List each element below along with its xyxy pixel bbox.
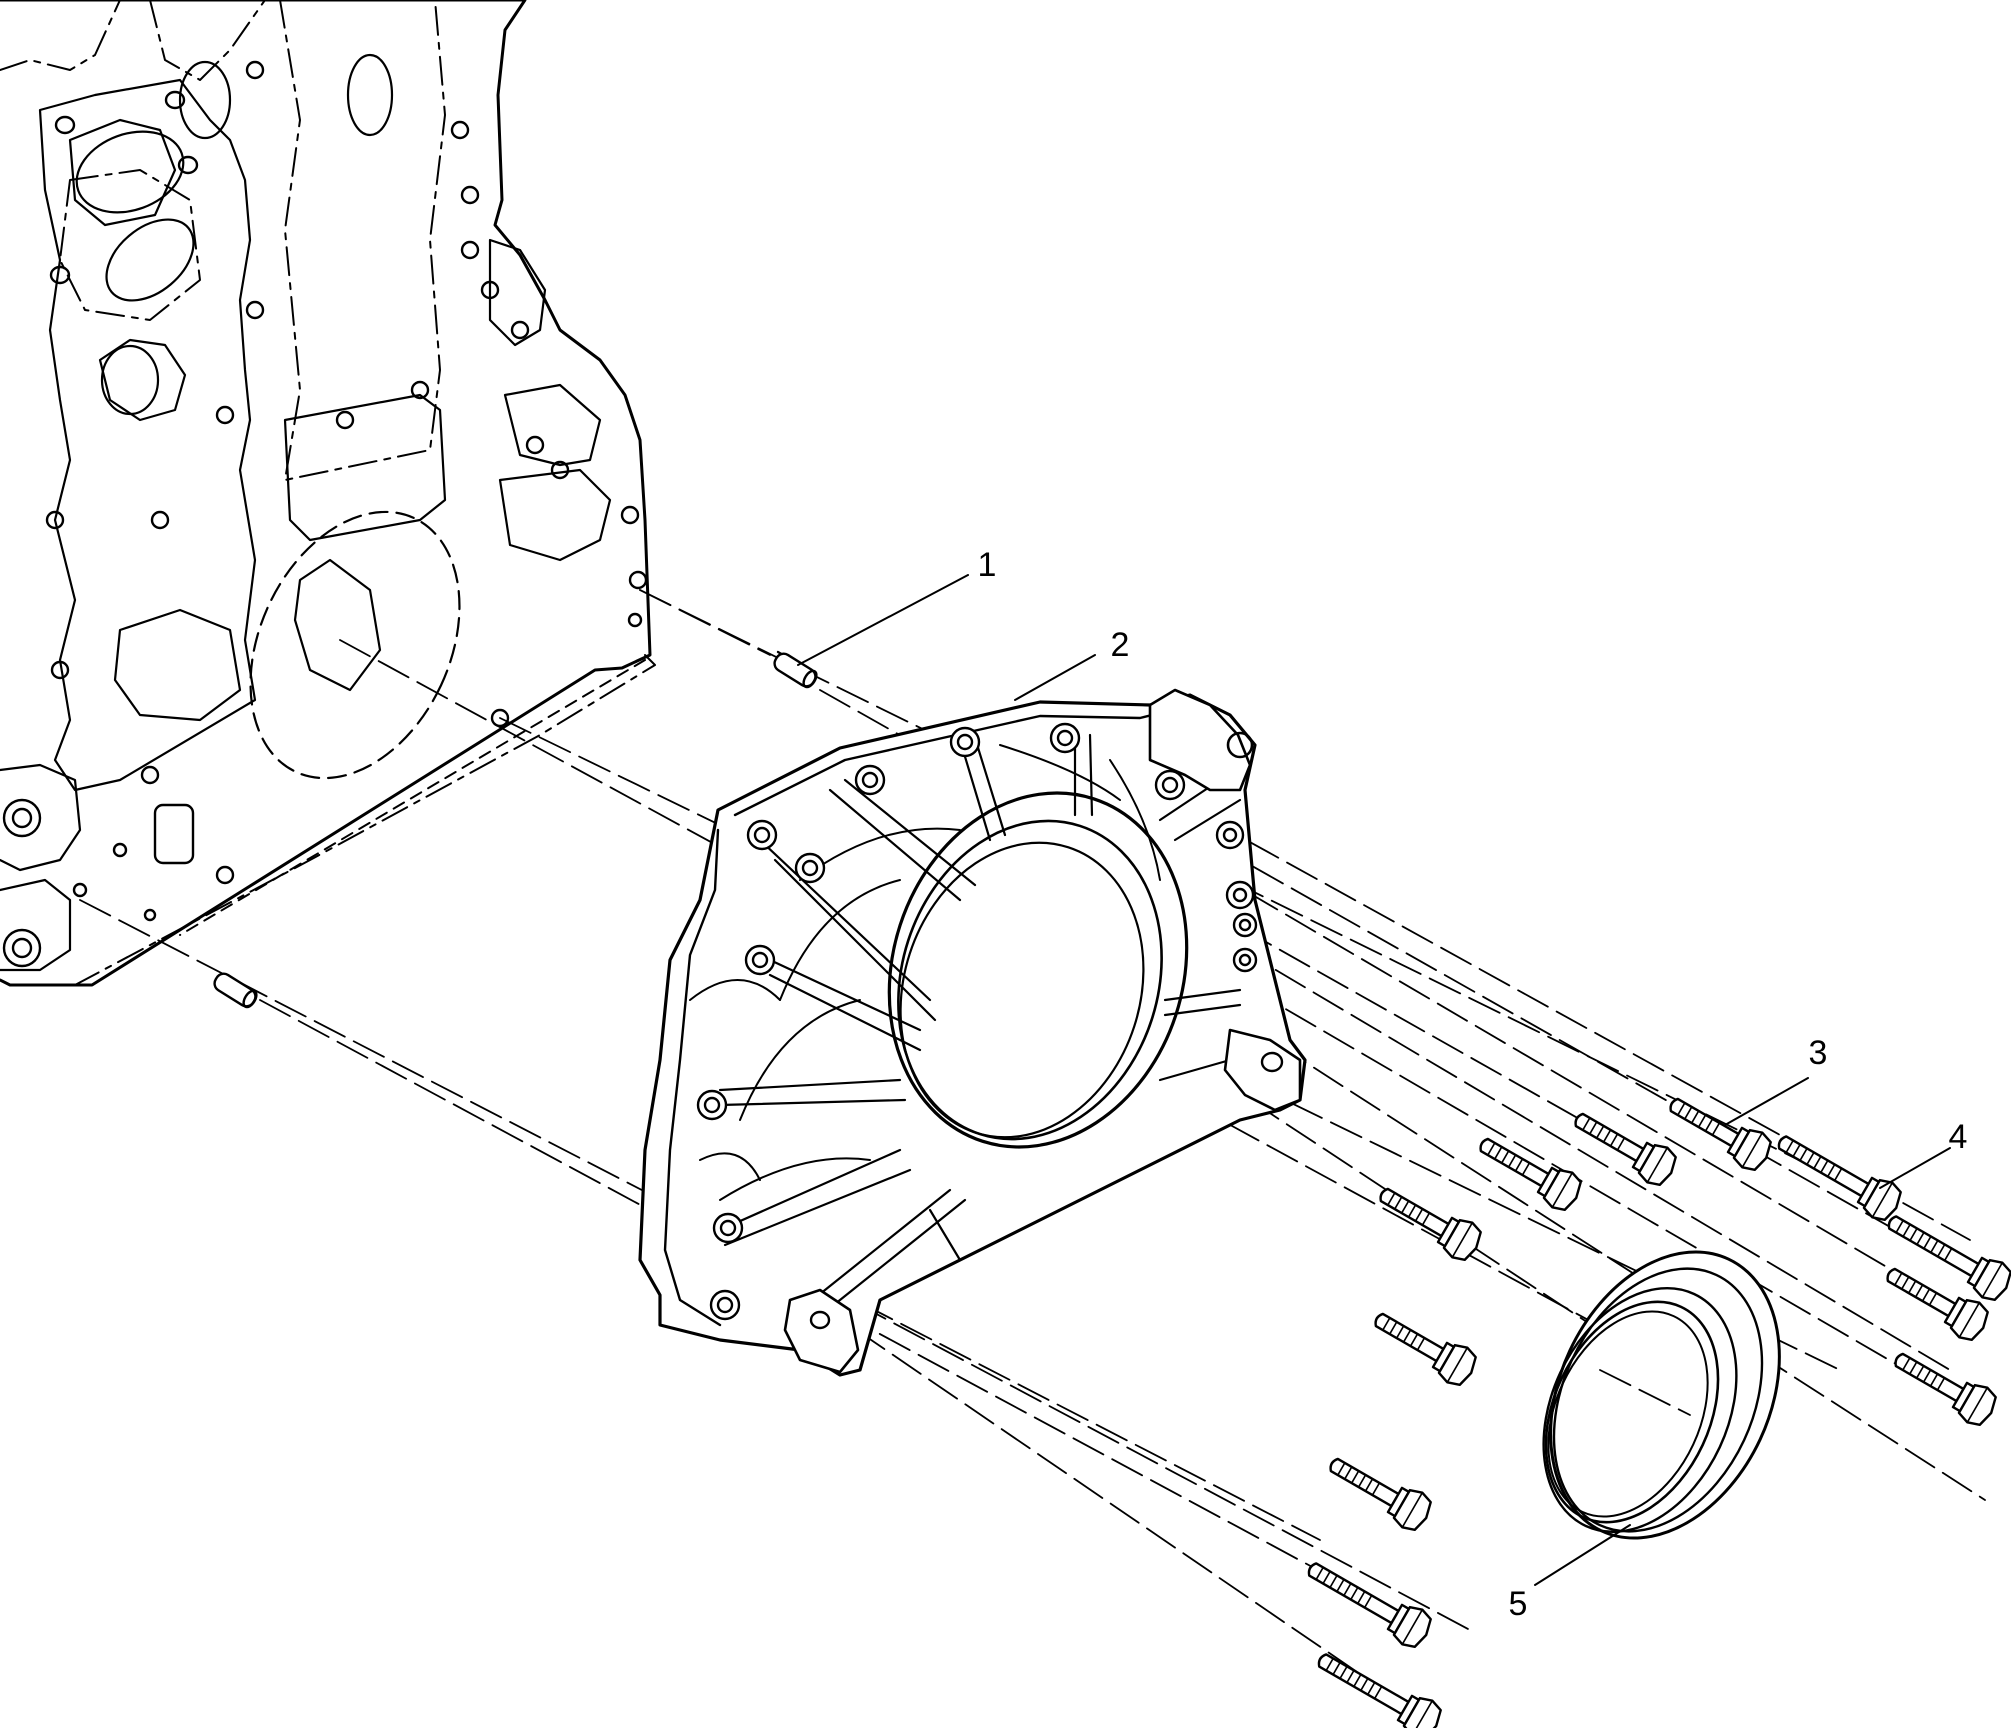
engine-block	[0, 0, 656, 987]
leader-lines	[797, 574, 1951, 1586]
callout-3-bolt: 3	[1808, 1034, 1828, 1072]
callout-2-flywheel-housing: 2	[1110, 626, 1130, 664]
dowel-pin-lower	[213, 972, 258, 1009]
dowel-pin-upper	[773, 650, 818, 689]
callout-5-oil-seal: 5	[1508, 1585, 1528, 1623]
callout-1-dowel-pin: 1	[977, 546, 997, 584]
flywheel-housing	[638, 688, 1307, 1377]
callout-4-bolt: 4	[1948, 1118, 1968, 1156]
rear-oil-seal	[1542, 1250, 1781, 1540]
